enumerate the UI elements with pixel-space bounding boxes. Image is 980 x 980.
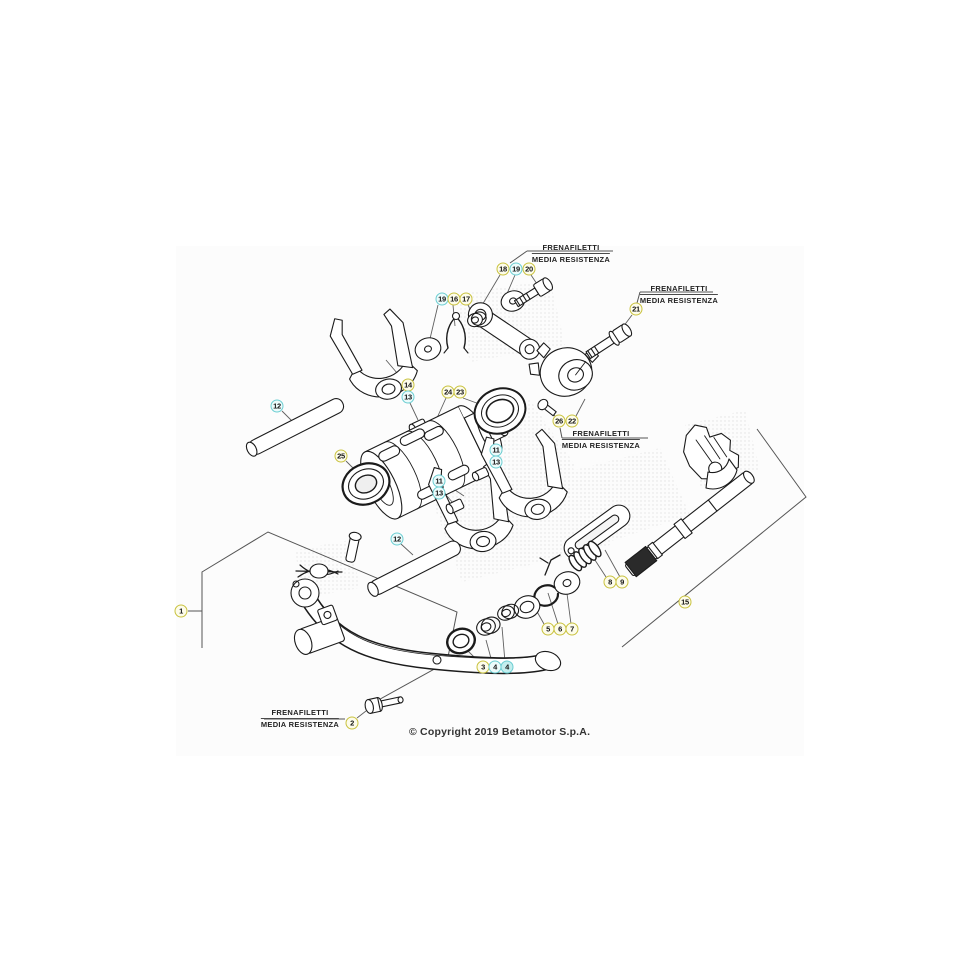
part-bolt-21 [585,323,633,360]
copyright-text: © Copyright 2019 Betamotor S.p.A. [409,726,591,738]
callout-12: 12 [390,532,404,546]
part-bolt-2 [364,696,404,714]
callout-4: 4 [500,660,514,674]
part-cam-hub [528,342,600,397]
part-shift-fork-right [471,424,572,528]
callout-13: 13 [432,486,446,500]
callout-7: 7 [565,622,579,636]
part-drum-seal [341,462,391,506]
part-bushing-4a [476,616,501,636]
part-wire-clip [539,554,561,576]
callout-13: 13 [401,390,415,404]
callout-16: 16 [447,292,461,306]
callout-13: 13 [489,455,503,469]
part-bolt-20 [513,277,554,308]
part-lever-pin [345,531,362,563]
part-return-spring-16 [443,311,469,354]
callout-26: 26 [552,414,566,428]
part-bushing-4b [497,603,520,621]
part-roller-17 [467,311,487,328]
callout-22: 22 [565,414,579,428]
callout-18: 18 [496,262,510,276]
part-pawl-plate [563,504,631,560]
callout-2: 2 [345,716,359,730]
part-screw-26 [537,398,557,417]
part-shift-shaft [624,424,755,578]
part-washer-19a [414,337,442,361]
callout-25: 25 [334,449,348,463]
callout-12: 12 [270,399,284,413]
callout-21: 21 [629,302,643,316]
callout-9: 9 [615,575,629,589]
part-lever-clamp [293,604,345,655]
callout-15: 15 [678,595,692,609]
callout-1: 1 [174,604,188,618]
callout-14: 14 [401,378,415,392]
callout-6: 6 [553,622,567,636]
part-spring-8 [568,540,602,572]
callout-17: 17 [459,292,473,306]
part-drum-bearing [473,387,527,435]
part-fork-shaft-upper [245,398,345,457]
part-shift-fork-left [425,457,517,559]
part-bearing-3 [446,627,476,655]
callout-19: 19 [509,262,523,276]
part-fork-shaft-lower [367,540,461,597]
callout-23: 23 [453,385,467,399]
callout-20: 20 [522,262,536,276]
part-spring-clip [295,563,343,579]
